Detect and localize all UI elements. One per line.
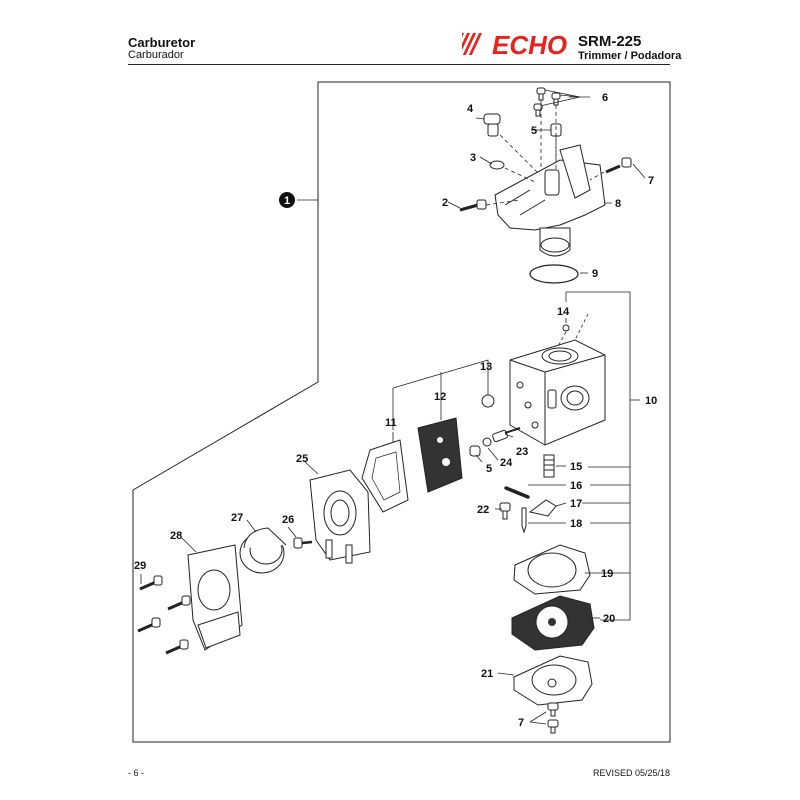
bracket-10-branches	[565, 292, 640, 574]
callout-19: 19	[601, 568, 613, 580]
plate-12-part	[417, 417, 463, 493]
callout-3: 3	[470, 152, 476, 164]
callout-7-bottom: 7	[518, 717, 524, 729]
callout-24: 24	[500, 457, 513, 469]
echo-logo: ECHO	[462, 31, 567, 57]
carburetor-body-part	[509, 339, 606, 446]
leader-lines-mid	[392, 318, 600, 725]
callout-11: 11	[385, 417, 397, 429]
page-subtitle: Carburador	[128, 49, 184, 61]
revision-date: REVISED 05/25/18	[592, 768, 670, 778]
plug-5-mid-part	[469, 445, 481, 457]
callout-28: 28	[170, 530, 182, 542]
callout-23: 23	[516, 446, 528, 458]
callout-26: 26	[282, 514, 294, 526]
pump-body-25-part	[309, 469, 371, 564]
spring-24-part	[482, 437, 492, 447]
callout-13: 13	[480, 361, 492, 373]
needle-18-part	[521, 507, 527, 534]
callout-14: 14	[557, 306, 570, 318]
callout-8: 8	[615, 198, 621, 210]
lever-17-part	[528, 499, 557, 517]
gasket-19-part	[513, 544, 591, 595]
screw-2-part	[459, 199, 487, 212]
leader-lines-left	[140, 461, 319, 584]
check-ball-14-part	[562, 324, 570, 332]
callout-10: 10	[645, 395, 657, 407]
callout-22: 22	[477, 504, 489, 516]
callout-5-mid: 5	[486, 463, 492, 475]
callout-25: 25	[296, 453, 308, 465]
logo-text: ECHO	[492, 31, 567, 57]
adjuster-4-part	[483, 113, 501, 137]
screw-26-part	[293, 537, 313, 549]
page-number: - 6 -	[128, 768, 145, 778]
callout-17: 17	[570, 498, 582, 510]
callout-27: 27	[231, 512, 243, 524]
assembly-boundary	[132, 81, 671, 743]
callout-5-top: 5	[531, 125, 537, 137]
needle-23-part	[492, 427, 521, 443]
plug-13-part	[481, 394, 495, 408]
screw-22-part	[499, 502, 511, 520]
dashed-14	[555, 313, 589, 351]
callout-15: 15	[570, 461, 582, 473]
callout-20: 20	[603, 613, 615, 625]
spring-15-part	[543, 454, 555, 478]
primer-bulb-27-part	[239, 527, 287, 574]
bracket-10	[566, 291, 631, 621]
clip-3-part	[489, 160, 505, 170]
gasket-11-part	[361, 439, 409, 513]
model-description: Trimmer / Podadora	[578, 50, 682, 62]
pin-16-part	[504, 486, 530, 499]
carburetor-body-8-part	[494, 144, 606, 257]
callout-1-badge	[279, 192, 295, 208]
callout-7-top: 7	[648, 175, 654, 187]
callout-18: 18	[570, 518, 582, 530]
header-rule	[128, 64, 670, 65]
callout-1: 1	[284, 195, 290, 207]
model-number: SRM-225	[578, 33, 642, 50]
page-title: Carburetor	[128, 35, 196, 50]
callout-9: 9	[592, 268, 598, 280]
dashed-guides-top	[485, 100, 605, 206]
callout-16: 16	[570, 480, 582, 492]
primer-bracket-28-part	[187, 544, 243, 651]
callout-2: 2	[442, 197, 448, 209]
callout-4: 4	[467, 103, 474, 115]
screw-7-top-part	[605, 157, 632, 174]
screws-29-part	[137, 575, 191, 655]
screw-7-bottom-part	[547, 702, 559, 734]
callout-6: 6	[602, 92, 608, 104]
leader-lines-top	[297, 89, 646, 274]
callout-29: 29	[134, 560, 146, 572]
gasket-19-opening	[527, 552, 577, 588]
callout-12: 12	[434, 391, 446, 403]
o-ring-9-part	[529, 264, 579, 284]
callout-21: 21	[481, 668, 493, 680]
